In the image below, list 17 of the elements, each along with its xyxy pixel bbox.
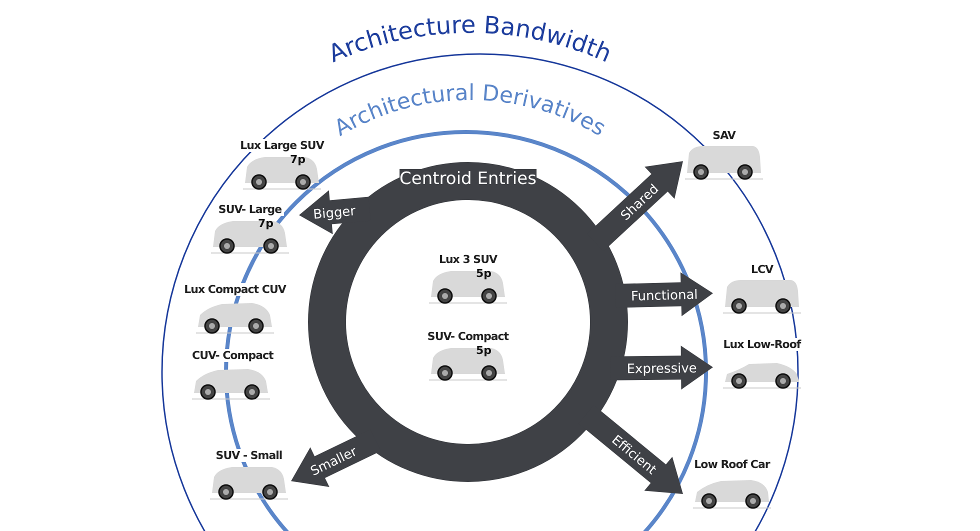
vehicle-name: Low Roof Car xyxy=(692,458,772,471)
passenger-count: 7p xyxy=(290,153,306,166)
thick-arrow xyxy=(299,190,371,234)
vehicle-name: SUV- Compact xyxy=(425,330,511,343)
vehicle-name: Lux Low-Roof xyxy=(721,338,803,351)
passenger-count: 5p xyxy=(476,344,492,357)
vehicle-name: Lux Compact CUV xyxy=(182,283,288,296)
edge-label: Functional xyxy=(630,288,698,305)
passenger-count: 5p xyxy=(476,267,492,280)
vehicle-name: SUV - Small xyxy=(214,449,284,462)
edge-label: Bigger xyxy=(312,204,356,223)
vehicle-name: SAV xyxy=(710,129,738,142)
edge-label: Expressive xyxy=(626,361,697,378)
vehicle-name: SUV- Large xyxy=(216,203,284,216)
vehicle-name: CUV- Compact xyxy=(190,349,276,362)
vehicle-name: Lux Large SUV xyxy=(238,139,326,152)
passenger-count: 7p xyxy=(258,217,274,230)
